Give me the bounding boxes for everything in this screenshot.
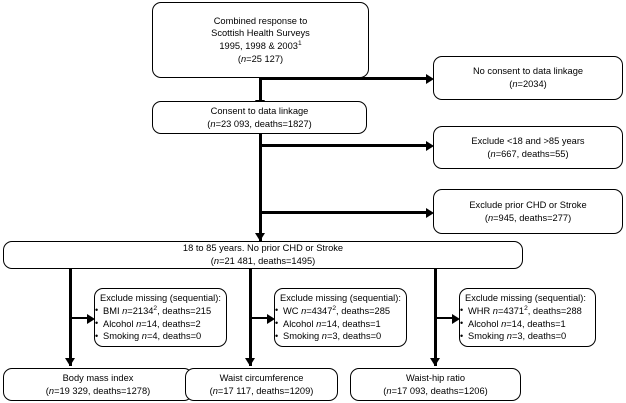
connector-to-exclude-chd xyxy=(259,211,431,214)
arrowhead-missing-wc xyxy=(267,313,275,324)
connector-to-exclude-age xyxy=(259,144,431,147)
connector-to-no-consent xyxy=(259,77,431,80)
connector-wc-to-missing xyxy=(249,317,271,320)
exclude-chd-line1: Exclude prior CHD or Stroke xyxy=(469,199,587,210)
node-missing-bmi: Exclude missing (sequential): BMI n=2134… xyxy=(94,288,227,347)
arrowhead-outcome-bmi xyxy=(65,358,75,366)
arrowhead-exclude-age xyxy=(426,140,434,151)
missing-whr-item-0: WHR n=43712, deaths=288 xyxy=(460,304,582,318)
missing-bmi-item-2: Smoking n=4, deaths=0 xyxy=(95,330,201,343)
node-exclude-age: Exclude <18 and >85 years (n=667, deaths… xyxy=(433,126,623,169)
missing-wc-header: Exclude missing (sequential): xyxy=(280,293,401,304)
footnote-marker-2: 2 xyxy=(153,304,158,312)
eligible-line1: 18 to 85 years. No prior CHD or Stroke xyxy=(182,243,344,254)
combined-response-line4: (n=25 127) xyxy=(237,53,284,64)
outcome-bmi-line1: Body mass index xyxy=(62,372,134,383)
arrowhead-outcome-wc xyxy=(245,358,255,366)
missing-wc-item-2: Smoking n=3, deaths=0 xyxy=(275,330,381,343)
outcome-whr-line1: Waist-hip ratio xyxy=(405,372,466,383)
arrowhead-to-eligible xyxy=(255,233,265,241)
node-missing-wc: Exclude missing (sequential): WC n=43472… xyxy=(274,288,407,347)
node-eligible: 18 to 85 years. No prior CHD or Stroke (… xyxy=(3,241,523,269)
no-consent-line1: No consent to data linkage xyxy=(472,66,584,77)
arrowhead-missing-bmi xyxy=(87,313,95,324)
node-combined-response: Combined response to Scottish Health Sur… xyxy=(152,2,369,78)
consent-line2: (n=23 093, deaths=1827) xyxy=(207,118,312,129)
missing-wc-item-1: Alcohol n=14, deaths=1 xyxy=(275,317,381,331)
node-outcome-bmi: Body mass index (n=19 329, deaths=1278) xyxy=(3,368,193,401)
node-no-consent: No consent to data linkage (n=2034) xyxy=(433,56,623,100)
eligible-line2: (n=21 481, deaths=1495) xyxy=(210,256,316,266)
footnote-marker-2: 2 xyxy=(332,304,337,312)
combined-response-line1: Combined response to xyxy=(213,15,308,26)
exclude-age-line1: Exclude <18 and >85 years xyxy=(471,135,585,146)
combined-response-line2: Scottish Health Surveys xyxy=(211,28,310,39)
connector-consent-to-eligible xyxy=(259,134,262,242)
arrowhead-outcome-whr xyxy=(430,358,440,366)
connector-combined-to-consent xyxy=(259,79,262,108)
node-outcome-wc: Waist circumference (n=17 117, deaths=12… xyxy=(185,368,338,401)
missing-whr-header: Exclude missing (sequential): xyxy=(465,293,586,304)
combined-response-years: 1995, 1998 & 2003 xyxy=(219,41,298,51)
connector-whr-to-missing xyxy=(434,317,456,320)
footnote-marker-2: 2 xyxy=(524,304,528,312)
missing-bmi-header: Exclude missing (sequential): xyxy=(100,293,221,304)
outcome-wc-line2: (n=17 117, deaths=1209) xyxy=(209,385,314,396)
outcome-whr-line2: (n=17 093, deaths=1206) xyxy=(383,385,488,396)
node-missing-whr: Exclude missing (sequential): WHR n=4371… xyxy=(459,288,596,347)
missing-wc-item-0: WC n=43472, deaths=285 xyxy=(275,304,390,318)
missing-bmi-item-1: Alcohol n=14, deaths=2 xyxy=(95,317,201,331)
missing-whr-item-1: Alcohol n=14, deaths=1 xyxy=(460,317,566,331)
arrowhead-missing-whr xyxy=(452,313,460,324)
no-consent-line2: (n=2034) xyxy=(509,79,547,89)
footnote-marker-1: 1 xyxy=(297,39,302,47)
arrowhead-exclude-chd xyxy=(426,207,434,218)
outcome-bmi-line2: (n=19 329, deaths=1278) xyxy=(45,385,151,396)
consent-line1: Consent to data linkage xyxy=(210,105,309,116)
arrowhead-no-consent xyxy=(426,73,434,84)
exclude-chd-line2: (n=945, deaths=277) xyxy=(484,212,572,223)
combined-response-line3: 1995, 1998 & 20031 xyxy=(219,40,301,53)
connector-bmi-to-missing xyxy=(69,317,91,320)
node-outcome-whr: Waist-hip ratio (n=17 093, deaths=1206) xyxy=(350,368,521,401)
missing-bmi-item-0: BMI n=21342, deaths=215 xyxy=(95,304,211,318)
missing-whr-item-2: Smoking n=3, deaths=0 xyxy=(460,330,566,343)
exclude-age-line2: (n=667, deaths=55) xyxy=(487,148,569,159)
outcome-wc-line1: Waist circumference xyxy=(219,372,304,383)
node-consent: Consent to data linkage (n=23 093, death… xyxy=(152,101,367,134)
node-exclude-chd: Exclude prior CHD or Stroke (n=945, deat… xyxy=(433,189,623,234)
